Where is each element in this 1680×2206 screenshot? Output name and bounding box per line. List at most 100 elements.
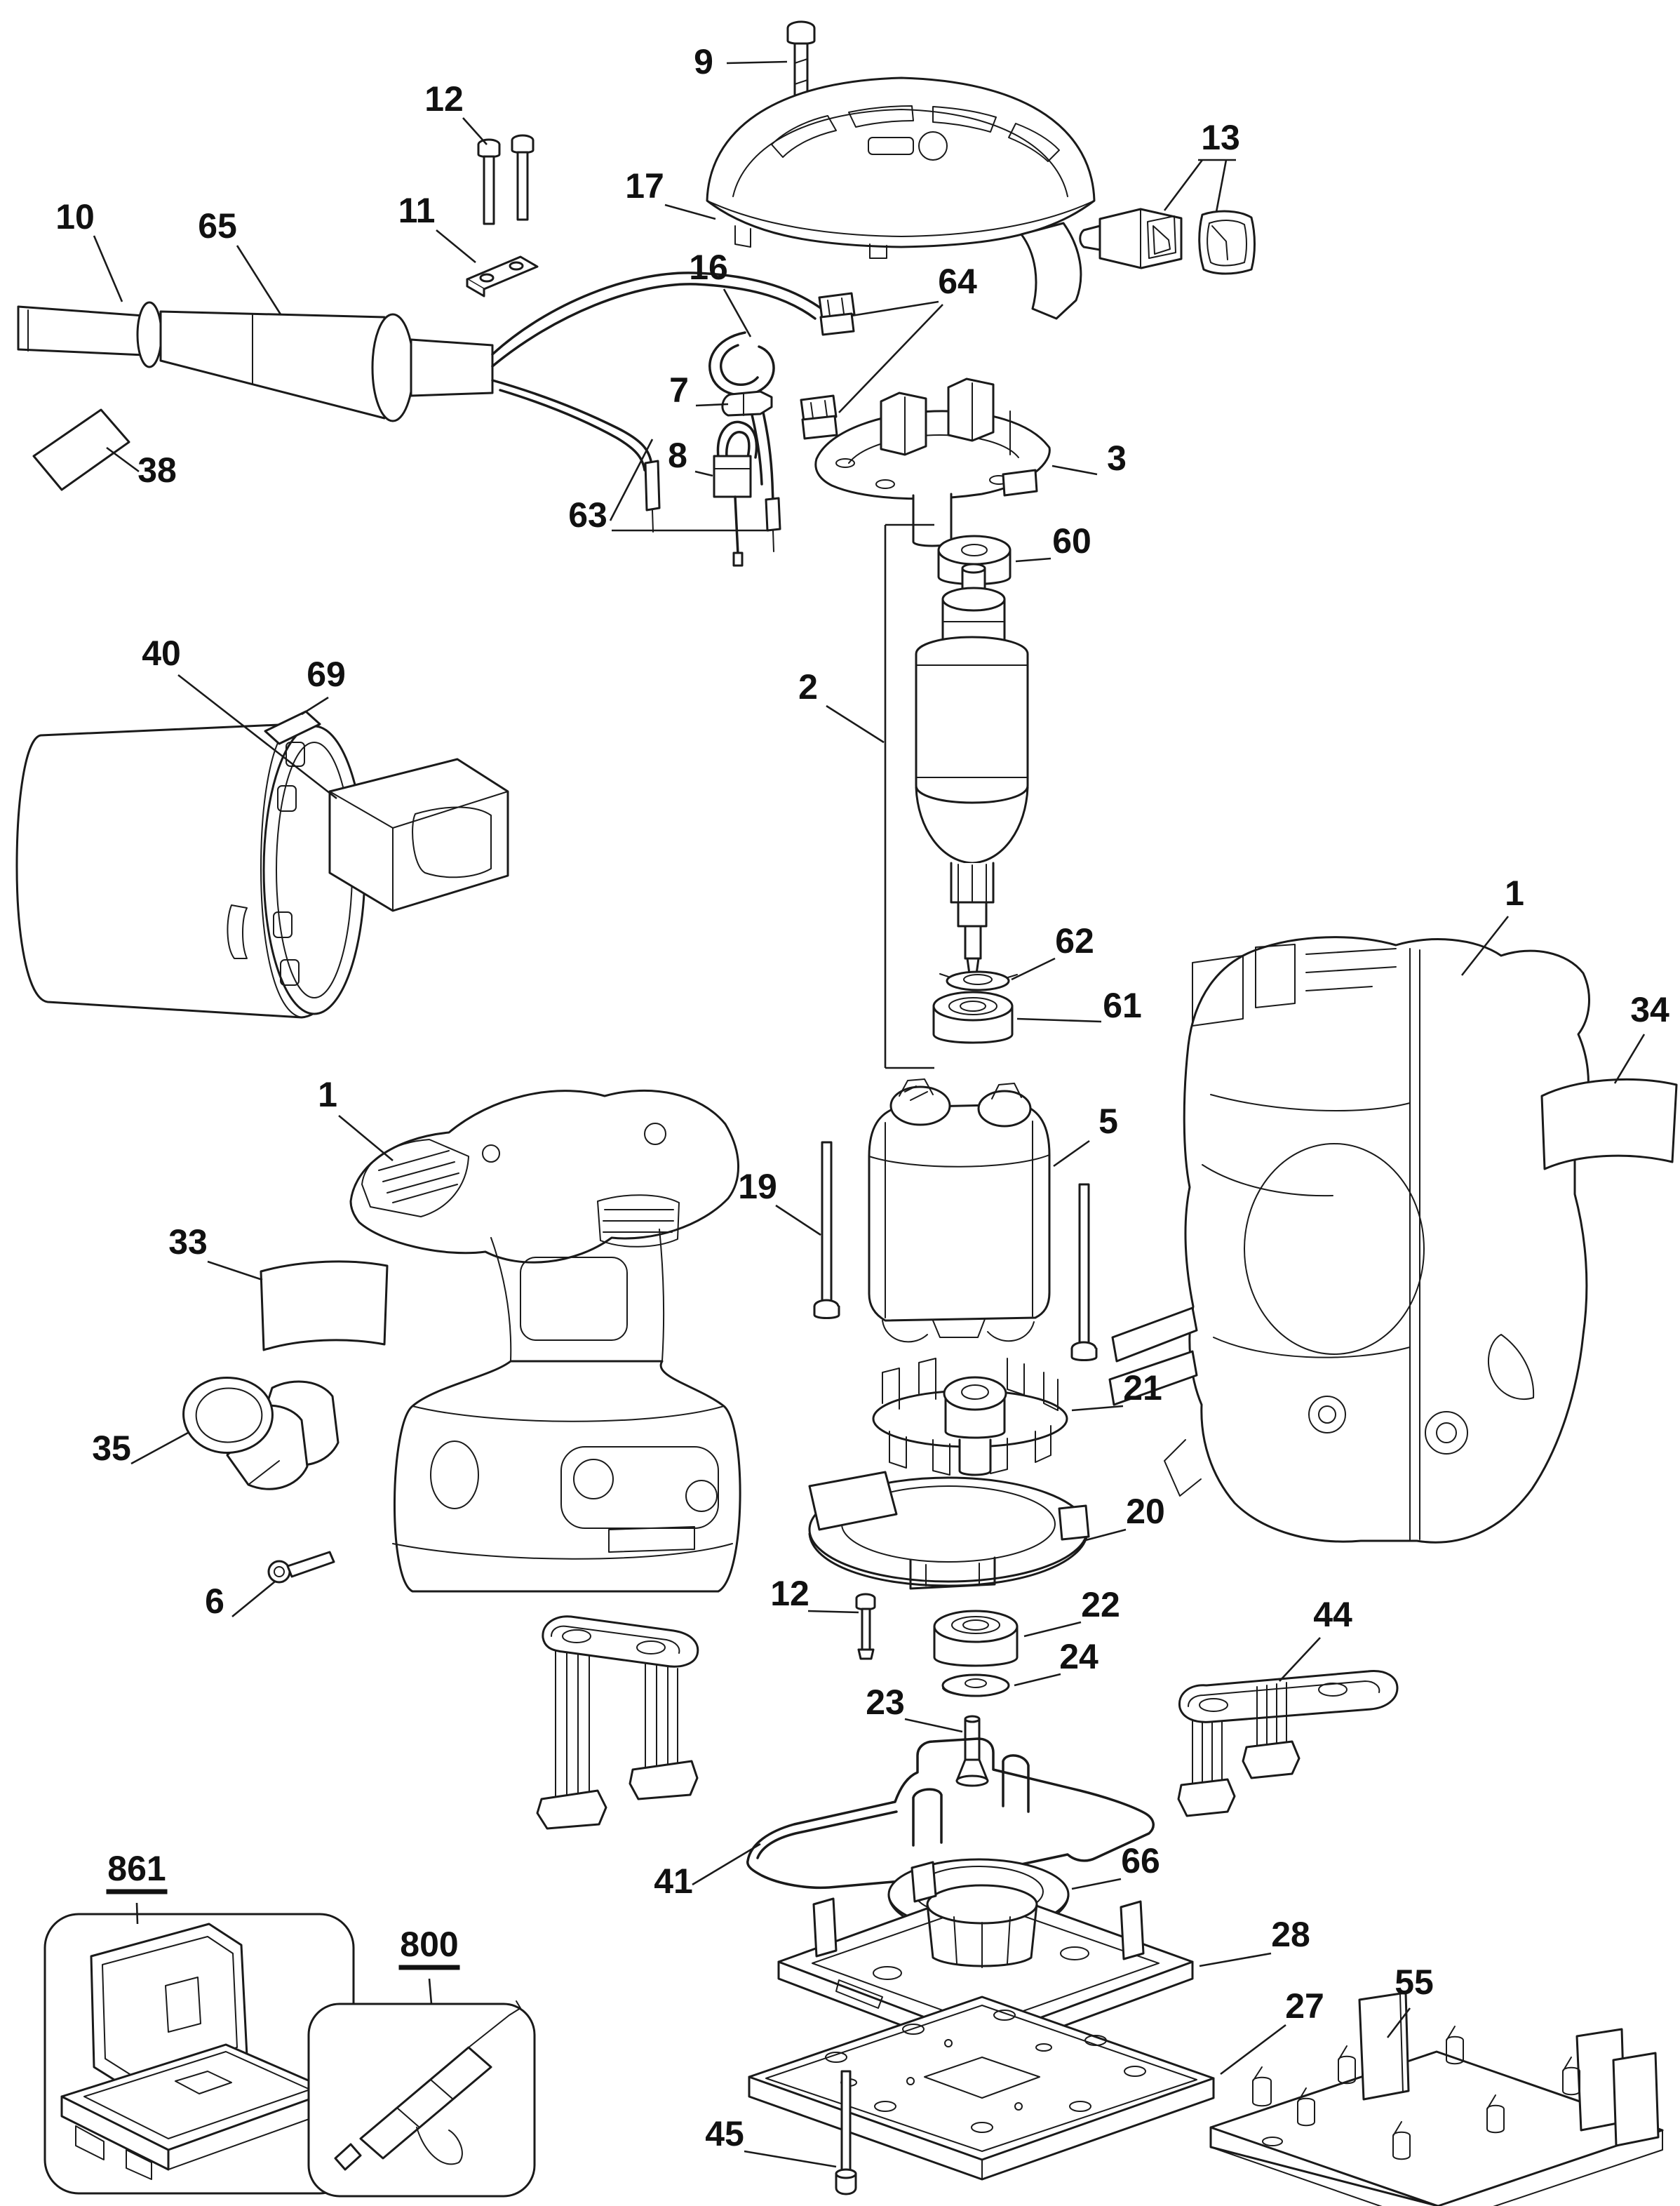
part-screw-45: [835, 2070, 857, 2195]
part-label-38: [32, 408, 130, 491]
leader-line-housing-cutaway: [1460, 916, 1510, 976]
leader-line-fan-baffle: [1082, 1528, 1127, 1542]
callout-33-side-label: 33: [168, 1222, 208, 1262]
part-armature-2: [915, 563, 1029, 975]
leader-line-spindle-bearing: [1023, 1621, 1082, 1638]
callout-21-fan: 21: [1123, 1368, 1162, 1408]
callout-35-outlet-gasket: 35: [92, 1429, 131, 1468]
leader-line-brush-clip: [695, 403, 729, 407]
leader-line-screw-top-cover: [726, 60, 788, 65]
leader-line-housing-clamshell: [338, 1115, 394, 1161]
part-pin-23: [955, 1715, 989, 1787]
callout-64-wire-connectors: 64: [938, 262, 977, 301]
leader-line-platen-pad: [1220, 2024, 1286, 2075]
part-label-33: [260, 1260, 389, 1351]
callout-40-dust-canister: 40: [142, 634, 181, 673]
callout-38-warning-label: 38: [137, 450, 177, 490]
leader-line-motor-top-cover: [664, 203, 716, 220]
leader-line-cord-clamp-plate: [436, 229, 476, 264]
callout-61-lower-bearing: 61: [1103, 986, 1142, 1025]
part-wire-connectors: [800, 292, 856, 440]
leader-line-fan: [1071, 1405, 1124, 1412]
part-clamp-plate-11: [466, 255, 539, 298]
part-punch-plate-55: [1209, 1991, 1664, 2206]
part-cord-set: [17, 272, 825, 552]
callout-55-paper-punch-plate: 55: [1395, 1963, 1434, 2002]
callout-3-brush-holder-plate: 3: [1107, 439, 1127, 478]
callout-65-cord-protector: 65: [198, 206, 237, 246]
part-dust-canister-40: [15, 723, 509, 1019]
callout-41-wire-bail: 41: [654, 1861, 693, 1901]
part-wire-bail-41: [746, 1737, 1155, 1895]
part-washer-62: [939, 970, 1018, 991]
leader-line-armature-assembly: [826, 704, 885, 744]
part-field-5: [868, 1078, 1051, 1343]
part-top-cover-17: [706, 76, 1096, 320]
callout-63-lead-wire-ends: 63: [568, 495, 607, 535]
part-washer-24: [941, 1673, 1010, 1697]
part-isolator-bracket-44: [1177, 1670, 1399, 1817]
callout-20-fan-baffle: 20: [1126, 1492, 1165, 1531]
leader-line-dust-canister: [177, 674, 337, 800]
part-bearing-22: [933, 1610, 1019, 1667]
part-fan-21: [872, 1358, 1068, 1476]
leader-line-side-label: [207, 1260, 263, 1281]
leader-line-wire-bail: [692, 1843, 761, 1886]
part-baffle-20: [808, 1471, 1090, 1590]
callout-861-kit-box: 861: [107, 1849, 166, 1888]
part-screws-12: [477, 134, 535, 225]
part-kit-box-861: [43, 1913, 355, 2195]
leader-line-cord-protector: [236, 245, 282, 315]
part-gasket-35: [182, 1376, 274, 1454]
callout-11-cord-clamp-plate: 11: [398, 191, 436, 230]
part-pad-27: [748, 1996, 1215, 2181]
leader-line-carbon-brush: [694, 470, 713, 477]
leader-line-pad-screw: [744, 2150, 837, 2168]
leader-line-outlet-gasket: [130, 1431, 189, 1465]
callout-27-platen-pad: 27: [1285, 1986, 1324, 2026]
callout-66-dust-seal-ring: 66: [1121, 1841, 1160, 1880]
callout-69-canister-label: 69: [307, 655, 346, 694]
leader-line-warning-label: [106, 446, 140, 473]
callout-1-housing-cutaway: 1: [1505, 874, 1524, 913]
callout-23-drive-pin: 23: [866, 1683, 905, 1722]
leader-line-field-stator: [1053, 1139, 1090, 1168]
part-label-34: [1540, 1078, 1678, 1170]
callout-60-upper-bearing: 60: [1052, 521, 1091, 561]
part-screws-19: [813, 1141, 1098, 1361]
part-switch-13: [1079, 208, 1183, 269]
leader-line-spindle-washer: [1011, 957, 1056, 981]
leader-line-brush-holder-plate: [1051, 464, 1098, 476]
leader-line-lead-wire-assembly: [723, 288, 752, 337]
leader-line-canister-label: [301, 696, 329, 716]
leader-line-isolator-bracket: [1279, 1637, 1321, 1682]
leader-line-wire-connectors: [851, 300, 939, 317]
part-carbon-brush-8: [713, 420, 758, 567]
callout-7-brush-clip: 7: [669, 370, 689, 410]
callout-17-motor-top-cover: 17: [625, 166, 664, 206]
leader-line-dust-seal-ring: [1071, 1878, 1122, 1890]
callout-24-flat-washer: 24: [1059, 1637, 1098, 1676]
part-housing-right-1: [1108, 936, 1590, 1544]
leader-line-flat-washer: [1014, 1673, 1061, 1687]
part-brush-clip-7: [721, 390, 773, 417]
callout-2-armature-assembly: 2: [798, 667, 818, 707]
leader-line-wire-connectors: [838, 304, 943, 413]
callout-10-cord-set: 10: [55, 197, 95, 236]
part-canister-label-69: [264, 710, 321, 745]
leader-line-screw-lower: [807, 1610, 859, 1614]
callout-1-housing-clamshell: 1: [318, 1075, 337, 1114]
part-switch-boot-13: [1198, 210, 1256, 275]
callout-5-field-stator: 5: [1098, 1102, 1118, 1141]
leader-line-field-screws: [775, 1204, 821, 1236]
part-screw-6: [267, 1551, 335, 1584]
leader-line-cord-set: [93, 235, 123, 302]
callout-45-pad-screw: 45: [705, 2114, 744, 2153]
part-bearing-61: [932, 991, 1014, 1044]
callout-12-screw-lower: 12: [770, 1574, 809, 1613]
callout-13-switch-and-boot: 13: [1201, 118, 1240, 157]
leader-line-lower-bearing: [1016, 1017, 1102, 1023]
callout-9-screw-top-cover: 9: [694, 42, 713, 81]
leader-line-side-label-right: [1613, 1034, 1646, 1084]
leader-line-dust-collector-tool: [428, 1978, 433, 2005]
